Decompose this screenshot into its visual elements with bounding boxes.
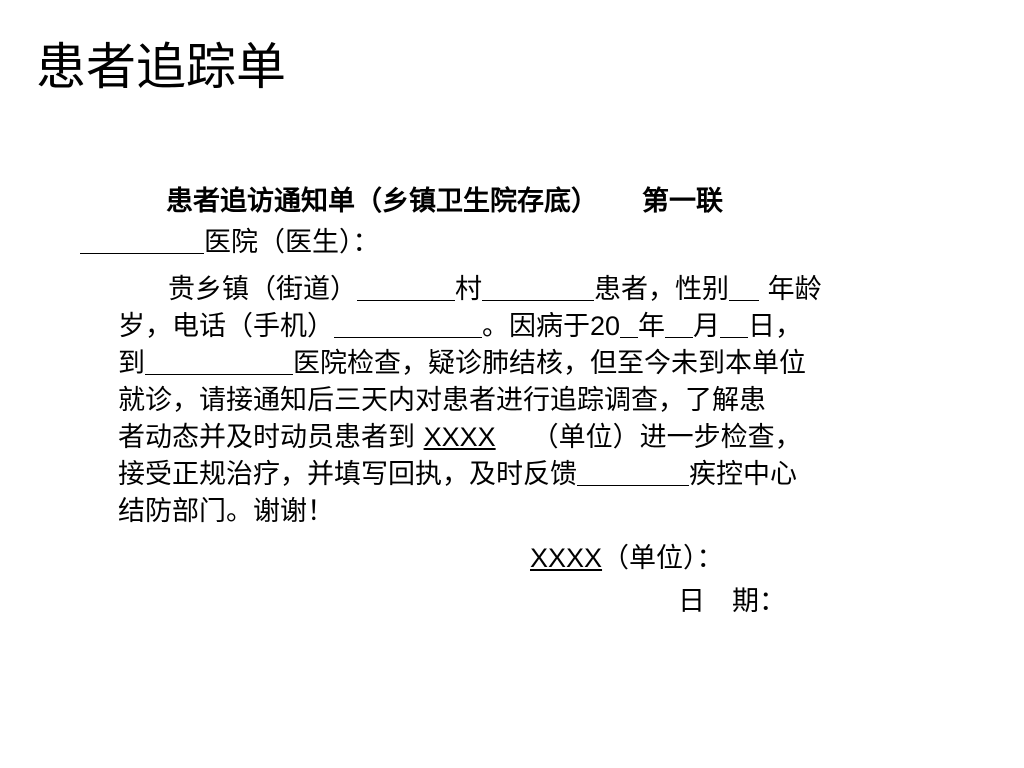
line5-b: （单位）进一步检查， <box>531 422 802 453</box>
line3-a: 到 <box>118 348 145 379</box>
year-blank <box>620 310 639 338</box>
date-line: 日 期： <box>678 586 786 617</box>
phone-blank <box>334 310 482 338</box>
day-blank <box>720 310 749 338</box>
notice-body: 贵乡镇（街道） 村 患者，性别 年龄 岁，电话（手机） 。因病于20 年月日， 到 医院检… <box>118 271 958 530</box>
form-heading: 患者追访通知单（乡镇卫生院存底） 第一联 <box>166 186 723 218</box>
hospital-blank <box>80 226 204 254</box>
month-blank <box>665 310 694 338</box>
line6-b: 疾控中心 <box>689 459 797 490</box>
exam-hospital-blank <box>145 347 293 375</box>
line1-c: 患者，性别 <box>594 274 729 305</box>
sex-blank <box>729 273 759 301</box>
body-line-5: 者动态并及时动员患者到 XXXX （单位）进一步检查， <box>118 419 958 456</box>
feedback-blank <box>577 458 689 486</box>
line2-d: 年 <box>638 311 666 342</box>
line2-b: 。因病于 <box>482 311 590 342</box>
line2-c: 20 <box>590 311 621 341</box>
township-blank <box>357 273 455 301</box>
form-copy-label: 第一联 <box>642 186 723 217</box>
body-line-2: 岁，电话（手机） 。因病于20 年月日， <box>118 308 958 345</box>
body-line-7: 结防部门。谢谢！ <box>118 493 958 530</box>
line3-b: 医院检查，疑诊肺结核，但至今未到本单位 <box>293 348 806 379</box>
body-line-3: 到 医院检查，疑诊肺结核，但至今未到本单位 <box>118 345 958 382</box>
form-heading-text: 患者追访通知单（乡镇卫生院存底） <box>166 186 598 217</box>
line2-f: 日， <box>748 311 803 342</box>
line2-e: 月 <box>693 311 721 342</box>
addressee-line: 医院（医生）： <box>80 226 380 259</box>
body-line-4: 就诊，请接通知后三天内对患者进行追踪调查，了解患 <box>118 382 958 419</box>
referral-unit: XXXX <box>423 422 496 452</box>
line1-d: 年龄 <box>759 274 822 305</box>
body-line-1: 贵乡镇（街道） 村 患者，性别 年龄 <box>118 271 958 308</box>
line1-b: 村 <box>455 274 482 305</box>
line7-a: 结防部门。谢谢！ <box>118 496 334 527</box>
village-blank <box>482 273 594 301</box>
slide-title: 患者追踪单 <box>36 38 286 96</box>
signature-unit-line: XXXX（单位）： <box>530 542 724 575</box>
body-line-6: 接受正规治疗，并填写回执，及时反馈 疾控中心 <box>118 456 958 493</box>
signature-unit-suffix: （单位）： <box>602 543 724 574</box>
line5-a: 者动态并及时动员患者到 <box>118 422 424 453</box>
line1-a: 贵乡镇（街道） <box>168 274 357 305</box>
signature-unit: XXXX <box>530 543 603 573</box>
addressee-suffix: 医院（医生）： <box>204 227 380 258</box>
line2-a: 岁，电话（手机） <box>118 311 334 342</box>
line6-a: 接受正规治疗，并填写回执，及时反馈 <box>118 459 577 490</box>
line4-a: 就诊，请接通知后三天内对患者进行追踪调查，了解患 <box>118 385 766 416</box>
